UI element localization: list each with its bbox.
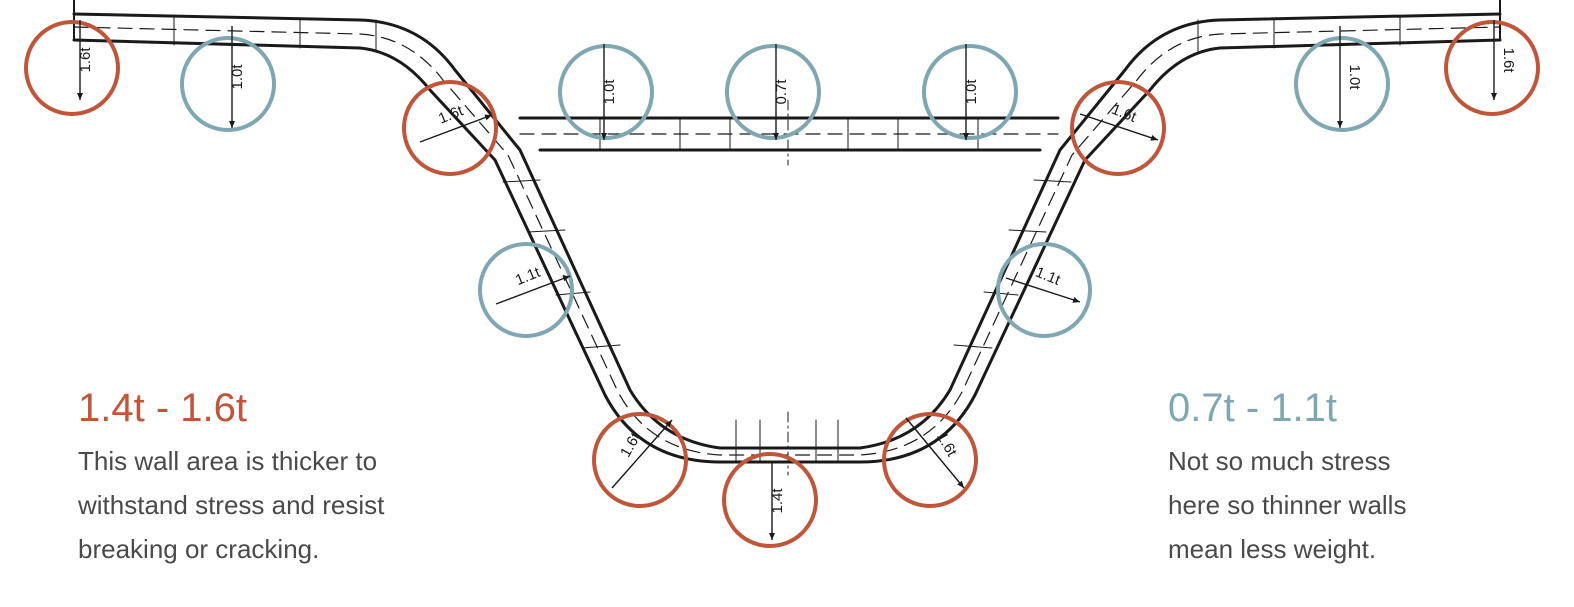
callout-right-bar: 1.0t: [1294, 26, 1390, 132]
dimension-arrowhead: [562, 275, 570, 282]
callout-circle-thin: [1294, 36, 1390, 132]
callout-circle-thin: [478, 242, 574, 338]
dimension-leader: [611, 419, 673, 489]
callout-left-upper-bend: 1.6t: [402, 80, 498, 176]
dimension-arrowhead: [963, 133, 969, 140]
callout-circle-thin: [180, 36, 276, 132]
callout-right-end: 1.6t: [1444, 20, 1540, 116]
callout-circle-thick: [1444, 20, 1540, 116]
legend-thin-description: Not so much stress here so thinner walls…: [1168, 439, 1488, 571]
callout-circle-thick: [1070, 80, 1166, 176]
callout-circle-thin: [996, 242, 1092, 338]
callout-label: 1.1t: [1033, 264, 1063, 289]
legend-thick-line-2: withstand stress and resist: [78, 490, 385, 520]
callout-circle-thick: [402, 80, 498, 176]
dimension-arrowhead: [601, 133, 607, 140]
callout-label: 1.0t: [1346, 64, 1363, 90]
legend-thin-line-2: here so thinner walls: [1168, 490, 1407, 520]
dimension-arrowhead: [1072, 296, 1080, 303]
callout-label: 1.4t: [769, 488, 786, 514]
legend-thick-description: This wall area is thicker to withstand s…: [78, 439, 498, 571]
dimension-arrowhead: [1337, 121, 1343, 128]
callout-bottom-center: 1.4t: [722, 452, 818, 548]
dimension-leader: [905, 417, 965, 489]
callout-right-upper-bend: 1.6t: [1070, 80, 1166, 176]
callout-label: 1.6t: [77, 47, 94, 73]
callout-crossbar-left: 1.0t: [558, 44, 654, 140]
callout-label: 1.6t: [1500, 47, 1517, 73]
callout-label: 1.0t: [229, 64, 246, 90]
callout-circle-thick: [592, 412, 688, 508]
callout-right-lower-bend: 1.6t: [882, 412, 978, 508]
legend-thick-line-1: This wall area is thicker to: [78, 446, 378, 476]
callout-circle-thick: [722, 452, 818, 548]
callout-circle-thin: [725, 44, 821, 140]
callout-label: 1.0t: [963, 79, 980, 105]
callout-right-leg: 1.1t: [996, 242, 1092, 338]
callout-crossbar-center: 0.7t: [725, 44, 821, 140]
dimension-arrowhead: [769, 533, 775, 540]
dimension-arrowhead: [665, 420, 672, 428]
legend-thin-walls: 0.7t - 1.1t Not so much stress here so t…: [1168, 386, 1488, 571]
callout-left-leg: 1.1t: [478, 242, 574, 338]
dimension-arrowhead: [773, 133, 779, 140]
dimension-arrowhead: [1150, 134, 1158, 141]
legend-thick-line-3: breaking or cracking.: [78, 534, 320, 564]
callout-crossbar-right: 1.0t: [922, 44, 1018, 140]
dimension-arrowhead: [77, 93, 83, 100]
callout-circle-thick: [24, 20, 120, 116]
callout-circle-thin: [558, 44, 654, 140]
dimension-leader: [495, 275, 571, 305]
dimension-arrowhead: [1491, 93, 1497, 100]
dimension-arrowhead: [229, 121, 235, 128]
callout-left-bar: 1.0t: [180, 26, 276, 132]
dimension-arrowhead: [957, 480, 964, 488]
callout-circle-thick: [882, 412, 978, 508]
callout-left-end: 1.6t: [24, 20, 120, 116]
callout-circle-thin: [922, 44, 1018, 140]
legend-thick-walls: 1.4t - 1.6t This wall area is thicker to…: [78, 386, 498, 571]
legend-thin-heading: 0.7t - 1.1t: [1168, 386, 1337, 430]
dimension-arrowhead: [484, 114, 492, 121]
legend-thick-heading: 1.4t - 1.6t: [78, 386, 247, 430]
dimension-leader: [1079, 113, 1159, 141]
legend-thin-line-3: mean less weight.: [1168, 534, 1377, 564]
handlebar-outline: [72, 0, 1502, 476]
callout-label: 1.0t: [601, 79, 618, 105]
legend-thin-line-1: Not so much stress: [1168, 446, 1391, 476]
callout-label: 1.1t: [513, 264, 543, 289]
dimension-leader: [419, 114, 493, 143]
callout-label: 0.7t: [773, 79, 790, 105]
dimension-leader: [1005, 277, 1081, 303]
callout-left-lower-bend: 1.6t: [592, 412, 688, 508]
